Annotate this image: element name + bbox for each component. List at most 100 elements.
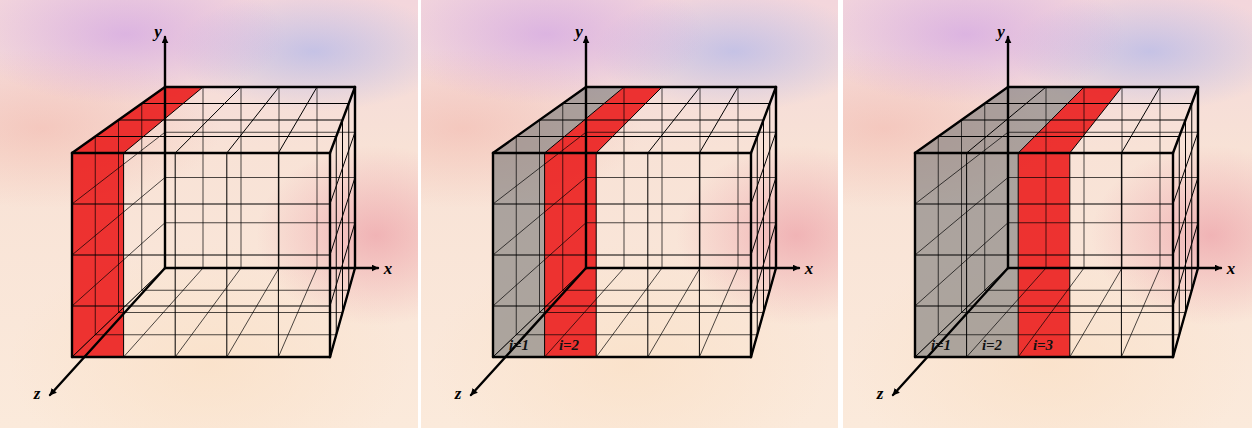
grid-line — [72, 357, 330, 358]
grid-line — [142, 290, 349, 291]
grid-line — [938, 334, 1179, 335]
cube-edge — [330, 268, 355, 357]
grid-line — [751, 153, 752, 357]
grid-line — [118, 120, 119, 313]
grid-line — [984, 104, 985, 291]
grid-line — [493, 153, 494, 357]
cube-edge — [72, 87, 165, 153]
grid-line — [586, 222, 776, 223]
grid-line — [563, 290, 770, 291]
cube-edge — [165, 86, 355, 88]
grid-line — [776, 87, 777, 268]
grid-line — [493, 306, 751, 307]
grid-line — [757, 137, 758, 335]
grid-line — [915, 255, 1173, 256]
grid-line — [540, 120, 764, 121]
grid-line — [342, 120, 343, 313]
y-axis — [585, 37, 587, 268]
grid-line — [1173, 153, 1174, 357]
grid-line — [95, 334, 336, 335]
slab-index: i=3 — [1033, 338, 1053, 353]
grid-line — [915, 306, 1173, 307]
grid-line — [915, 357, 1173, 358]
grid-line — [1008, 132, 1198, 133]
slab-index: i=1 — [509, 338, 529, 353]
grid-line — [1198, 87, 1199, 268]
grid-line — [1008, 222, 1198, 223]
axis-label: y — [997, 23, 1005, 40]
cube-edge — [72, 152, 330, 154]
grid-line — [776, 87, 777, 268]
cube-edge — [915, 152, 1173, 154]
grid-line — [493, 153, 494, 357]
x-axis — [586, 267, 799, 269]
grid-line — [586, 132, 776, 133]
slab-index: i=2 — [982, 338, 1002, 353]
grid-line — [985, 290, 1192, 291]
grid-line — [165, 87, 355, 88]
slab-index: i=1 — [931, 338, 951, 353]
grid-line — [586, 87, 776, 88]
grid-line — [1008, 87, 1198, 88]
cube-edge — [1173, 87, 1198, 153]
grid-line — [493, 153, 751, 154]
grid-line — [355, 87, 356, 268]
grid-line — [72, 255, 330, 256]
grid-line — [1008, 87, 1198, 88]
grid-line — [586, 87, 776, 88]
grid-line — [915, 357, 1173, 358]
axis-label: x — [805, 260, 814, 277]
grid-line — [915, 204, 1173, 205]
grid-line — [165, 177, 355, 178]
grid-line — [72, 153, 73, 357]
cube-edge — [493, 152, 751, 154]
grid-line — [516, 137, 517, 335]
grid-line — [493, 255, 751, 256]
grid-line — [1198, 87, 1199, 268]
grid-line — [763, 120, 764, 313]
axis-label: y — [154, 23, 162, 40]
grid-line — [72, 153, 330, 154]
grid-line — [493, 153, 751, 154]
grid-line — [539, 120, 540, 313]
grid-line — [1008, 177, 1198, 178]
grid-line — [586, 177, 776, 178]
grid-line — [516, 334, 757, 335]
grid-line — [562, 104, 563, 291]
cube-edge — [750, 153, 752, 357]
grid-line — [165, 222, 355, 223]
grid-line — [142, 103, 349, 104]
grid-line — [493, 204, 751, 205]
x-axis — [165, 267, 378, 269]
grid-line — [1191, 104, 1192, 291]
z-axis — [50, 268, 165, 395]
grid-line — [330, 153, 331, 357]
cube-edge — [751, 268, 776, 357]
cube-edge — [72, 356, 330, 358]
axis-label: x — [384, 260, 393, 277]
grid-line — [938, 137, 939, 335]
grid-line — [141, 104, 142, 291]
cube-edge — [1008, 86, 1198, 88]
cube-edge — [354, 87, 356, 268]
grid-line — [985, 103, 1192, 104]
grid-line — [516, 136, 757, 137]
axis-label: x — [1227, 260, 1236, 277]
slab-index: i=2 — [559, 338, 579, 353]
grid-line — [95, 137, 96, 335]
cube-edge — [492, 153, 494, 357]
grid-line — [72, 153, 330, 154]
grid-line — [961, 120, 962, 313]
z-axis — [893, 268, 1008, 395]
grid-line — [119, 120, 343, 121]
cube-edge — [493, 87, 586, 153]
grid-line — [1179, 137, 1180, 335]
grid-line — [119, 312, 343, 313]
grid-line — [72, 306, 330, 307]
grid-line — [915, 153, 1173, 154]
grid-line — [493, 357, 751, 358]
grid-line — [962, 120, 1186, 121]
grid-line — [751, 153, 752, 357]
